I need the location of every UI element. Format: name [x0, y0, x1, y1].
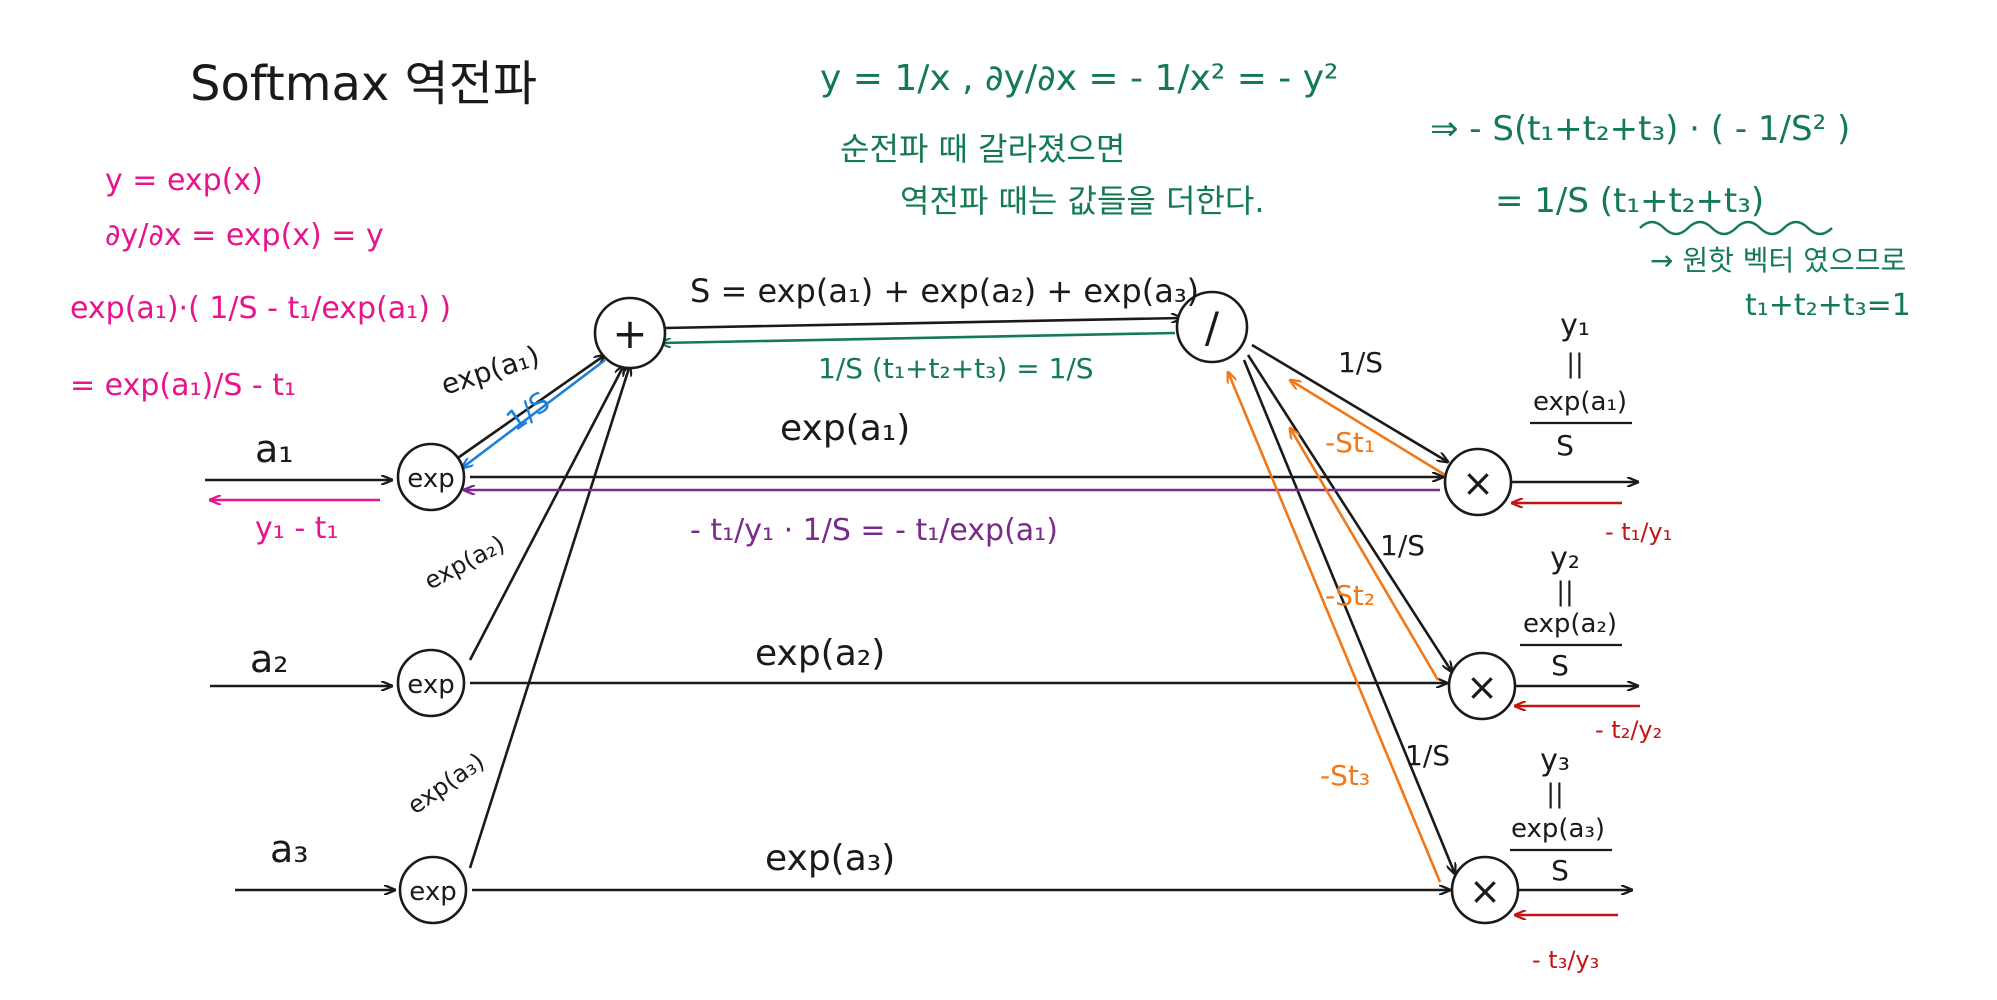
green-top-notes: y = 1/x , ∂y/∂x = - 1/x² = - y² 순전파 때 갈라… — [820, 58, 1338, 220]
exp-node-2 — [396, 648, 466, 718]
label-a2: a₂ — [250, 637, 289, 681]
y2-equals: || — [1556, 577, 1574, 607]
edge-div-mul3 — [1242, 359, 1455, 874]
y1-denominator: S — [1556, 429, 1574, 462]
y1-equals: || — [1566, 349, 1584, 379]
node-symbols: exp exp exp + / × × × — [407, 303, 1501, 913]
orange-backward-edges — [1228, 372, 1451, 883]
output-y3: y₃ || exp(a₃) S — [1511, 743, 1605, 887]
green-right-2: = 1/S (t₁+t₂+t₃) — [1495, 181, 1764, 221]
nodes — [396, 290, 1520, 925]
green-right-4: t₁+t₂+t₃=1 — [1745, 288, 1911, 323]
mul-node-1 — [1443, 447, 1513, 517]
label-grad-a1: y₁ - t₁ — [255, 511, 338, 546]
magenta-note-4: = exp(a₁)/S - t₁ — [70, 368, 296, 403]
label-exp2-mul2: exp(a₂) — [755, 633, 885, 674]
green-underline-squiggle — [1639, 220, 1833, 236]
edge-grad-mul1-div — [1290, 380, 1451, 480]
magenta-note-1: y = exp(x) — [105, 163, 263, 198]
label-grad-mul2-div: -St₂ — [1325, 579, 1375, 612]
y1-symbol: y₁ — [1560, 308, 1590, 343]
y3-equals: || — [1546, 779, 1564, 809]
edge-grad-div-plus — [660, 331, 1176, 343]
mul-node-3 — [1450, 855, 1520, 925]
magenta-notes: y = exp(x) ∂y/∂x = exp(x) = y exp(a₁)·( … — [70, 163, 451, 403]
label-div-mul3: 1/S — [1405, 739, 1450, 772]
forward-edges — [205, 318, 1638, 890]
edge-plus-div — [664, 318, 1182, 330]
y2-numerator: exp(a₂) — [1523, 609, 1617, 639]
label-grad-y1: - t₁/y₁ — [1605, 518, 1672, 546]
label-a1: a₁ — [255, 427, 294, 471]
label-exp2-plus: exp(a₂) — [420, 530, 510, 595]
y3-denominator: S — [1551, 854, 1569, 887]
label-div-mul2: 1/S — [1380, 529, 1425, 562]
label-exp3-mul3: exp(a₃) — [765, 838, 895, 879]
edge-grad-mul3-div — [1228, 372, 1442, 883]
label-grad-div-plus: 1/S (t₁+t₂+t₃) = 1/S — [818, 352, 1094, 385]
red-backward-edges — [1512, 503, 1640, 915]
edge-exp3-plus — [468, 365, 630, 869]
y3-symbol: y₃ — [1540, 743, 1570, 778]
edge-div-mul1 — [1251, 343, 1448, 462]
input-labels: a₁ a₂ a₃ — [250, 427, 309, 871]
plus-node — [593, 296, 667, 370]
y1-numerator: exp(a₁) — [1533, 387, 1627, 417]
magenta-note-2: ∂y/∂x = exp(x) = y — [105, 218, 384, 253]
mul-node-3-label: × — [1469, 869, 1501, 913]
label-grad-mul3-div: -St₃ — [1320, 759, 1370, 792]
green-right-3: → 원핫 벡터 였으므로 — [1650, 244, 1906, 277]
y3-numerator: exp(a₃) — [1511, 814, 1605, 844]
green-note-derivative: y = 1/x , ∂y/∂x = - 1/x² = - y² — [820, 58, 1338, 99]
label-exp3-plus: exp(a₃) — [402, 747, 489, 820]
label-exp1-mul1: exp(a₁) — [780, 408, 910, 449]
label-grad-mul1-exp1: - t₁/y₁ · 1/S = - t₁/exp(a₁) — [690, 513, 1058, 548]
title: Softmax 역전파 — [190, 56, 537, 112]
label-grad-y3: - t₃/y₃ — [1532, 946, 1599, 974]
div-node — [1175, 290, 1249, 364]
edge-exp1-plus — [451, 355, 605, 464]
label-grad-plus-exp1: 1/S — [500, 385, 556, 438]
edge-grad-plus-exp1 — [462, 358, 606, 468]
exp-node-1-label: exp — [407, 464, 454, 494]
output-y1: y₁ || exp(a₁) S — [1533, 308, 1627, 462]
magenta-note-3: exp(a₁)·( 1/S - t₁/exp(a₁) ) — [70, 291, 451, 326]
edge-exp2-plus — [468, 365, 624, 661]
edge-div-mul2 — [1246, 354, 1452, 672]
red-output-grads: - t₁/y₁ - t₂/y₂ - t₃/y₃ — [1532, 518, 1672, 974]
y2-denominator: S — [1551, 649, 1569, 682]
plus-node-label: + — [612, 309, 647, 358]
mul-node-2-label: × — [1466, 665, 1498, 709]
edge-grad-mul2-div — [1290, 428, 1440, 681]
green-note-forward-split: 순전파 때 갈라졌으면 — [840, 130, 1125, 168]
label-a3: a₃ — [270, 827, 309, 871]
green-note-backward-sum: 역전파 때는 값들을 더한다. — [900, 182, 1265, 220]
exp-node-1 — [396, 442, 466, 512]
orange-labels: -St₁ -St₂ -St₃ — [1320, 426, 1375, 792]
green-right-1: ⇒ - S(t₁+t₂+t₃) · ( - 1/S² ) — [1430, 109, 1850, 149]
label-grad-mul1-div: -St₁ — [1325, 426, 1375, 459]
output-y2: y₂ || exp(a₂) S — [1523, 541, 1617, 682]
exp-node-2-label: exp — [407, 670, 454, 700]
exp-node-3 — [398, 855, 468, 925]
exp-node-3-label: exp — [409, 877, 456, 907]
mul-node-1-label: × — [1462, 461, 1494, 505]
green-right-notes: ⇒ - S(t₁+t₂+t₃) · ( - 1/S² ) = 1/S (t₁+t… — [1430, 109, 1911, 323]
label-div-mul1: 1/S — [1338, 346, 1383, 379]
label-grad-y2: - t₂/y₂ — [1595, 716, 1662, 744]
div-node-label: / — [1205, 303, 1220, 352]
y2-symbol: y₂ — [1550, 541, 1580, 576]
mul-node-2 — [1447, 651, 1517, 721]
label-plus-div: S = exp(a₁) + exp(a₂) + exp(a₃) — [690, 272, 1199, 310]
